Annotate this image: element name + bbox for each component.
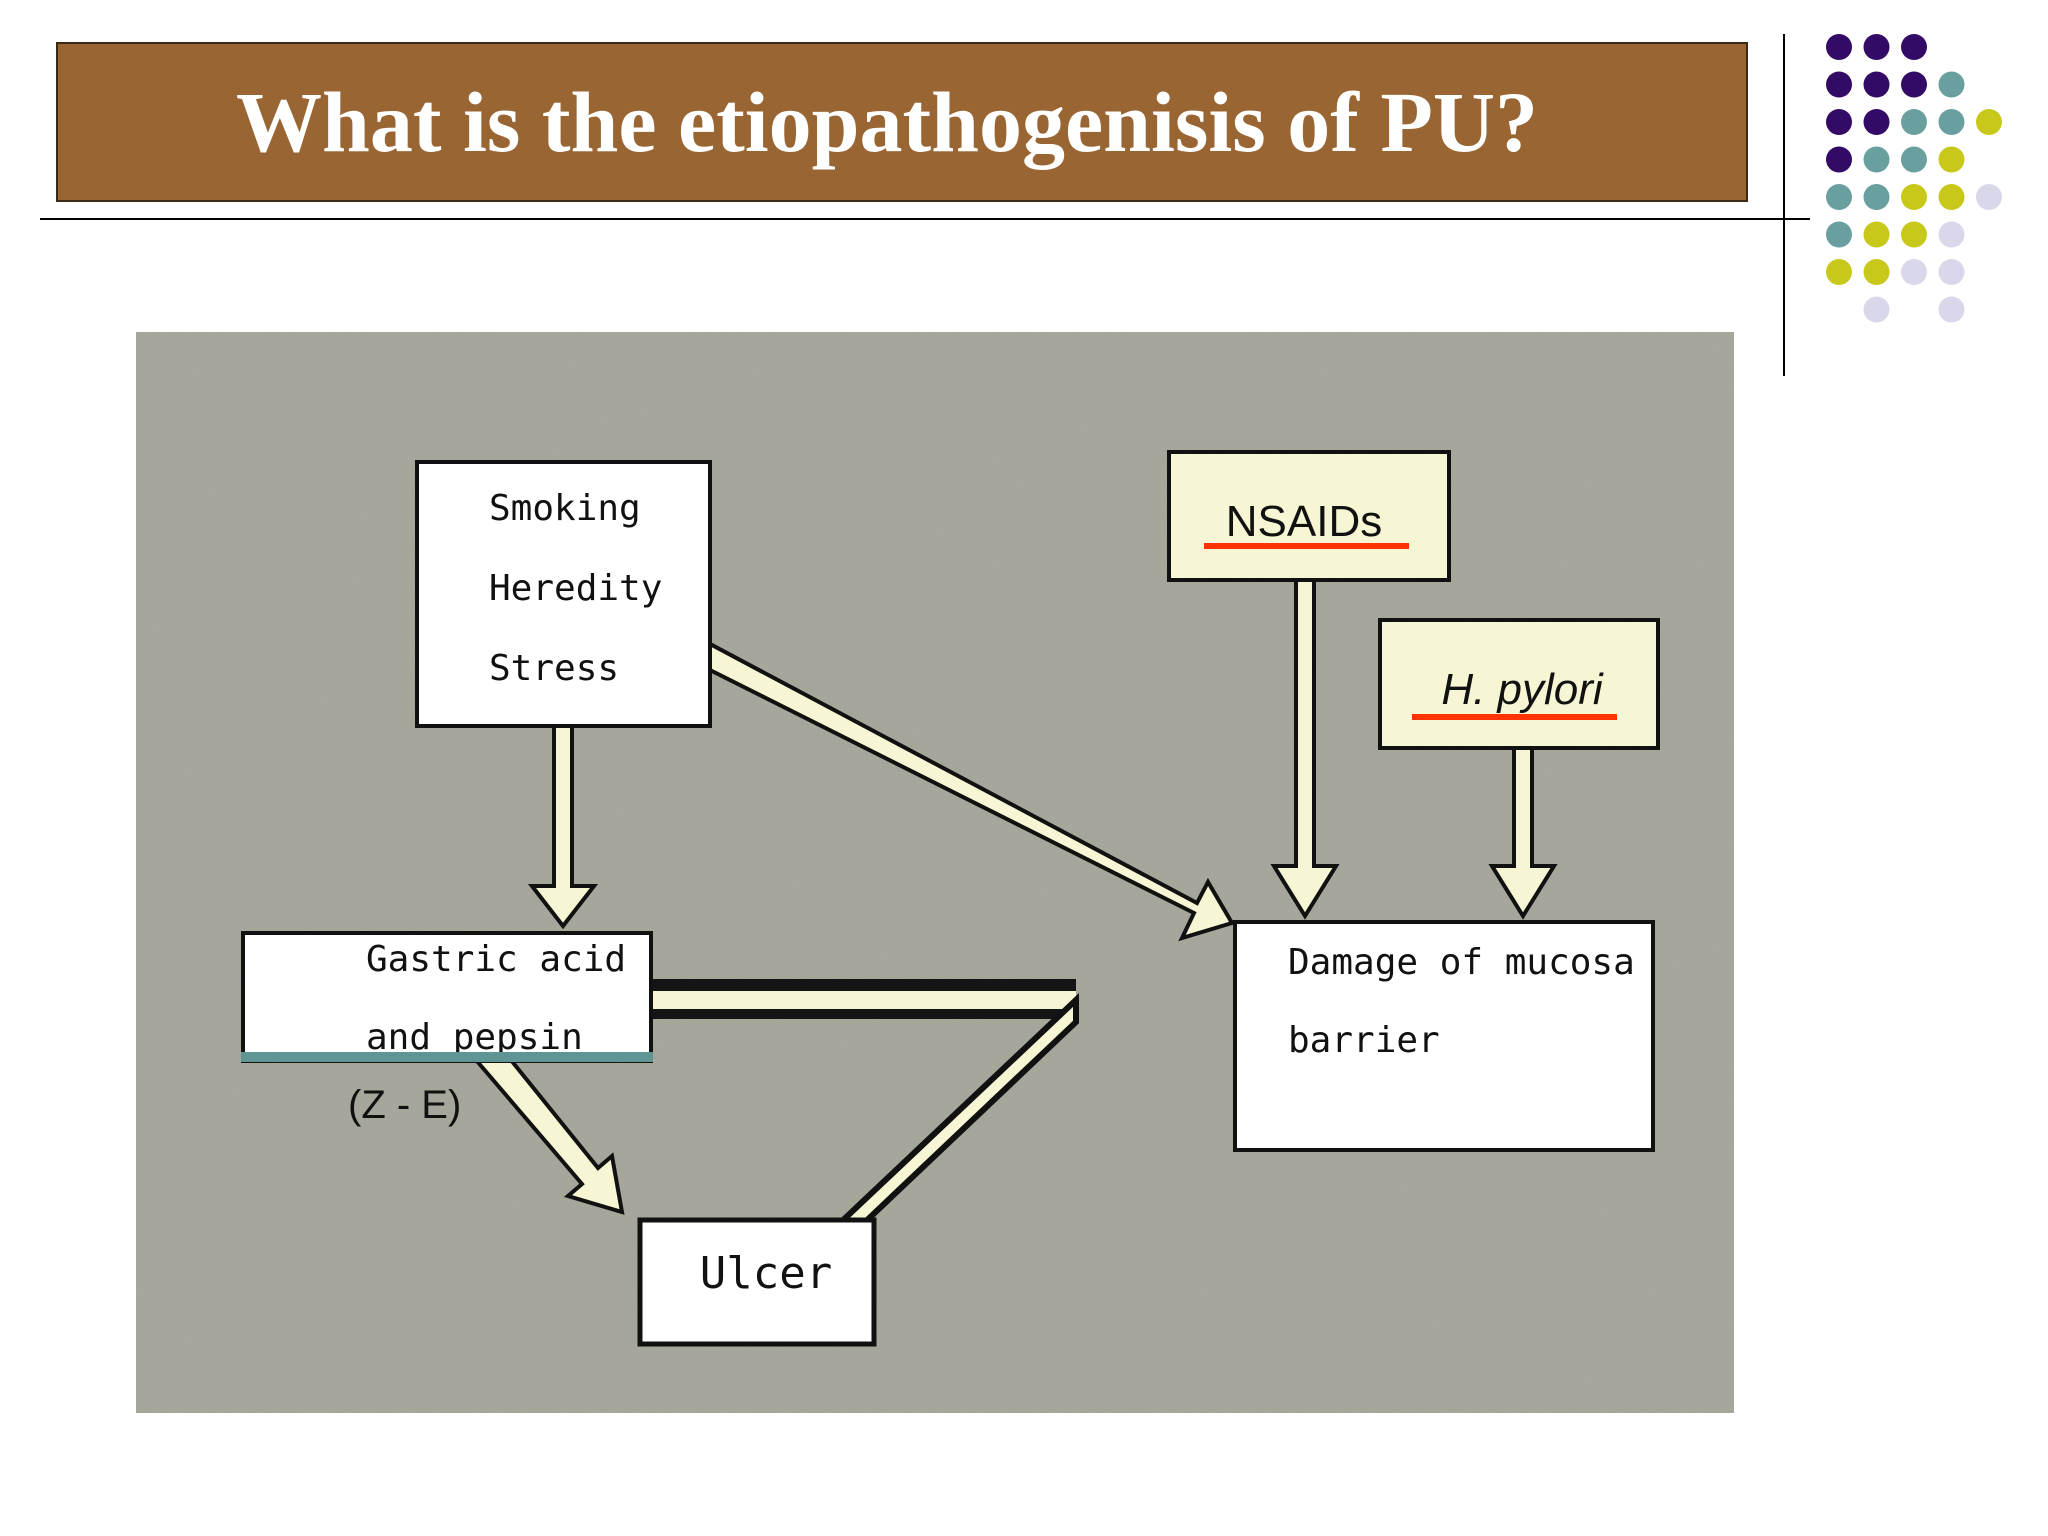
decorative-dot <box>1901 71 1927 98</box>
decorative-dot <box>1938 109 1965 135</box>
decorative-dot <box>1976 109 2002 135</box>
decorative-dot <box>1826 34 1852 60</box>
hpylori-box: H. pylori <box>1378 618 1660 750</box>
decorative-dot <box>1938 71 1965 98</box>
damage-mucosa-box: Damage of mucosa barrier <box>1233 920 1655 1152</box>
decorative-dot <box>1826 71 1852 98</box>
decorative-dot <box>1938 221 1965 248</box>
decorative-dot <box>1901 109 1927 135</box>
gastric-underline <box>241 1052 653 1062</box>
decorative-dot <box>1976 184 2002 210</box>
nsaids-underline <box>1204 543 1409 549</box>
risk-factors-box: Smoking Heredity Stress <box>415 460 712 728</box>
decorative-dot <box>1863 259 1890 285</box>
decorative-dot <box>1863 146 1890 173</box>
risk-heredity: Heredity <box>489 568 662 609</box>
decorative-dot <box>1826 146 1852 173</box>
decorative-dot <box>1901 221 1927 248</box>
gastric-acid-box: Gastric acid and pepsin <box>241 931 653 1063</box>
decorative-dot <box>1826 221 1852 248</box>
hpylori-label: H. pylori <box>1441 665 1604 714</box>
decorative-dot <box>1938 146 1965 173</box>
decorative-dot <box>1863 109 1890 135</box>
risk-smoking: Smoking <box>489 488 641 529</box>
ulcer-box: Ulcer <box>637 1217 877 1347</box>
decorative-dot <box>1863 296 1890 323</box>
decorative-dot <box>1938 296 1965 323</box>
damage-line-2: barrier <box>1288 1020 1440 1061</box>
decorative-dot <box>1863 71 1890 98</box>
nsaids-label: NSAIDs <box>1226 497 1382 546</box>
decorative-dot <box>1938 184 1965 210</box>
diagram-canvas: Smoking Heredity Stress NSAIDs H. pylori… <box>136 332 1734 1413</box>
risk-stress: Stress <box>489 648 619 689</box>
ze-label: (Z - E) <box>348 1083 461 1127</box>
arrow-gastric-to-ulcer <box>473 1041 625 1215</box>
diagram-background <box>136 332 1734 1413</box>
decorative-dot <box>1826 109 1852 135</box>
decorative-dot <box>1826 184 1852 210</box>
decorative-dot <box>1826 259 1852 285</box>
etiopathogenesis-diagram: Smoking Heredity Stress NSAIDs H. pylori… <box>136 332 1734 1413</box>
decorative-dot <box>1863 221 1890 248</box>
title-bar: What is the etiopathogenisis of PU? <box>56 42 1748 202</box>
decorative-dot <box>1938 259 1965 285</box>
decorative-dot <box>1901 146 1927 173</box>
decorative-dot <box>1901 34 1927 60</box>
connector-gastric-damage <box>651 979 1076 1019</box>
decorative-dot-grid <box>1826 34 2002 323</box>
damage-line-1: Damage of mucosa <box>1288 942 1635 983</box>
header-rule <box>40 218 1810 220</box>
ulcer-label: Ulcer <box>700 1248 832 1299</box>
arrow-hpylori-to-damage <box>1488 744 1558 920</box>
slide-title: What is the etiopathogenisis of PU? <box>236 74 1538 170</box>
hpylori-underline <box>1412 714 1617 720</box>
decorative-dot <box>1863 184 1890 210</box>
side-rule <box>1783 34 1785 376</box>
nsaids-box: NSAIDs <box>1167 450 1451 582</box>
arrow-risk-to-gastric <box>527 720 599 930</box>
decorative-dot <box>1901 259 1927 285</box>
arrow-risk-to-damage <box>708 640 1236 942</box>
gastric-line-2: and pepsin <box>366 1017 583 1058</box>
decorative-dot <box>1863 34 1890 60</box>
arrow-nsaids-to-damage <box>1270 576 1340 920</box>
decorative-dot <box>1901 184 1927 210</box>
gastric-line-1: Gastric acid <box>366 939 626 980</box>
